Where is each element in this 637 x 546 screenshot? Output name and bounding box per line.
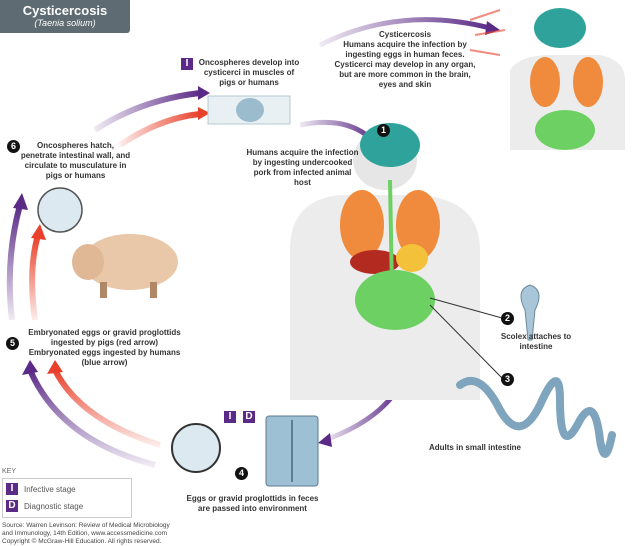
step-1-text: Humans acquire the infection by ingestin… bbox=[246, 148, 359, 187]
key-label: Infective stage bbox=[24, 484, 76, 494]
step-i-text: Oncospheres develop into cysticerci in m… bbox=[198, 58, 300, 87]
key-item-diagnostic: D Diagnostic stage bbox=[6, 500, 83, 512]
step-4-text: Eggs or gravid proglottids in feces are … bbox=[186, 494, 319, 513]
step-4-number: 4 bbox=[235, 467, 248, 480]
key-label: Diagnostic stage bbox=[24, 501, 84, 511]
step-1-number: 1 bbox=[377, 124, 390, 137]
infective-badge-key: I bbox=[6, 483, 18, 495]
step-5-text-humans: Embryonated eggs ingested by humans (blu… bbox=[28, 348, 181, 367]
source-line: and Immunology, 14th Edition, www.access… bbox=[2, 530, 167, 537]
infective-badge: I bbox=[181, 58, 193, 70]
subtitle: (Taenia solium) bbox=[34, 18, 96, 28]
arrow-egg-red bbox=[52, 368, 161, 448]
arrow-up-red bbox=[29, 234, 41, 321]
cysticercosis-text: Humans acquire the infection by ingestin… bbox=[334, 40, 476, 89]
step-6-text: Oncospheres hatch, penetrate intestinal … bbox=[20, 141, 131, 180]
arrow-to-cysticercosis bbox=[318, 17, 491, 48]
arrow-purple-to-muscle bbox=[93, 90, 201, 133]
key-title: KEY bbox=[2, 468, 17, 475]
infective-badge-egg: I bbox=[224, 411, 236, 423]
source-credit: Source: Warren Levinson: Review of Medic… bbox=[2, 522, 170, 546]
step-6-number: 6 bbox=[7, 140, 20, 153]
diagnostic-badge-key: D bbox=[6, 500, 18, 512]
step-3-text: Adults in small intestine bbox=[428, 443, 521, 452]
key-legend: I Infective stage D Diagnostic stage bbox=[2, 478, 132, 518]
source-line: Source: Warren Levinson: Review of Medic… bbox=[2, 522, 170, 529]
egg bbox=[171, 423, 221, 473]
arrow-egg-purple bbox=[27, 368, 156, 468]
oncosphere bbox=[37, 187, 83, 233]
human-figure bbox=[290, 123, 480, 400]
second-human-figure bbox=[510, 8, 625, 150]
step-2-text: Scolex attaches to intestine bbox=[500, 332, 572, 351]
copyright-line: Copyright © McGraw-Hill Education. All r… bbox=[2, 538, 162, 545]
arrow-up-purple bbox=[6, 204, 23, 321]
pig-image bbox=[72, 234, 178, 298]
diagnostic-badge-egg: D bbox=[243, 411, 255, 423]
step-3-number: 3 bbox=[501, 373, 514, 386]
title-box: Cysticercosis (Taenia solium) bbox=[0, 0, 130, 33]
muscle-cysticercus bbox=[207, 95, 291, 125]
arrow-red-to-muscle bbox=[118, 111, 201, 148]
scolex bbox=[520, 284, 540, 341]
title: Cysticercosis bbox=[22, 3, 108, 18]
cysticercosis-title: Cysticercosis bbox=[378, 30, 432, 39]
step-5-number: 5 bbox=[6, 337, 19, 350]
key-item-infective: I Infective stage bbox=[6, 483, 76, 495]
step-5-text-pigs: Embryonated eggs or gravid proglottids i… bbox=[28, 328, 181, 347]
adult-tapeworm bbox=[456, 376, 616, 458]
step-2-number: 2 bbox=[501, 312, 514, 325]
